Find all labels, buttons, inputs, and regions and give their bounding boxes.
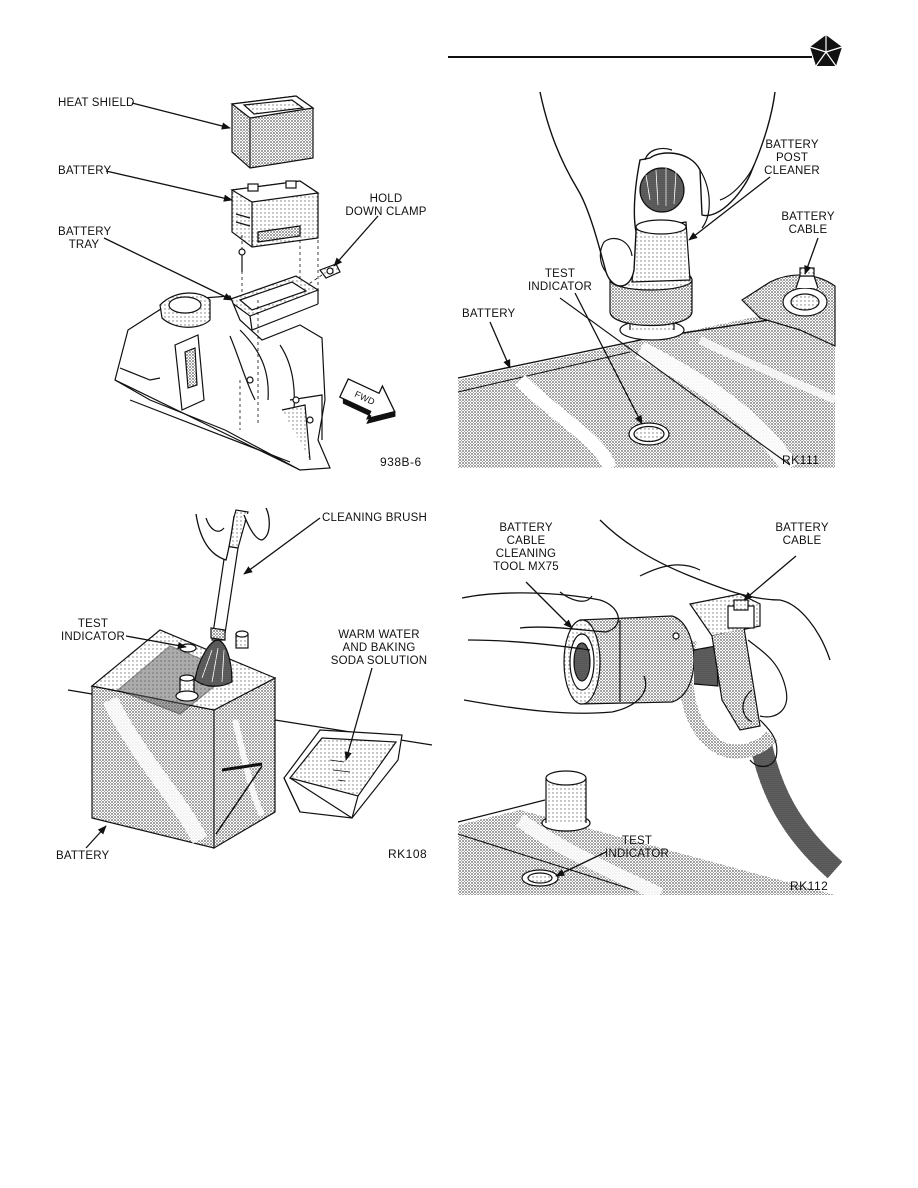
label-cable-tool-line1: BATTERY — [499, 522, 553, 534]
cable-cleaning-tool — [563, 615, 719, 705]
cable-terminal-part — [688, 593, 761, 731]
label-cleaning-brush: CLEANING BRUSH — [322, 512, 428, 524]
label-hold-down-line1: HOLD — [369, 193, 403, 205]
figure-cable-tool — [457, 519, 843, 902]
label-post-cleaner-line3: CLEANER — [764, 165, 820, 177]
figure-code-938b-6: 938B-6 — [380, 455, 422, 469]
label-post-cleaner-line1: BATTERY — [765, 139, 819, 151]
label-battery-tray-line2: TRAY — [68, 239, 100, 251]
label-test-indicator-line1: TEST — [544, 268, 576, 280]
figure-code-rk112: RK112 — [790, 879, 829, 893]
label-battery-tray-line1: BATTERY — [58, 226, 112, 238]
label-battery-cable-line1: BATTERY — [781, 211, 835, 223]
figure-post-cleaner — [457, 91, 837, 473]
label-solution-line2: AND BAKING — [342, 642, 416, 654]
label-hold-down-line2: DOWN CLAMP — [345, 206, 427, 218]
figure-heat-shield — [103, 95, 396, 471]
battery-part — [230, 180, 320, 248]
figure-code-rk111: RK111 — [782, 453, 820, 467]
label-battery: BATTERY — [462, 308, 516, 320]
label-solution-line1: WARM WATER — [338, 629, 420, 641]
figure-cleaning-brush — [67, 507, 433, 850]
label-battery: BATTERY — [56, 850, 110, 862]
label-test-indicator-line2: INDICATOR — [605, 848, 669, 860]
label-test-indicator-line1: TEST — [77, 618, 109, 630]
label-test-indicator-line2: INDICATOR — [61, 631, 125, 643]
cleaning-brush-tool — [194, 509, 249, 687]
pentastar-logo-icon — [809, 35, 843, 67]
label-solution-line3: SODA SOLUTION — [330, 655, 428, 667]
label-battery-cable-line2: CABLE — [782, 535, 822, 547]
forward-arrow-icon — [338, 378, 396, 425]
battery-cable-part — [741, 267, 836, 347]
label-cable-tool-line3: CLEANING — [495, 548, 557, 560]
label-test-indicator-line2: INDICATOR — [528, 281, 592, 293]
label-heat-shield: HEAT SHIELD — [58, 97, 135, 109]
solution-tray — [283, 729, 403, 819]
battery-tray-part — [226, 275, 320, 331]
label-cable-tool-line4: TOOL MX75 — [493, 561, 559, 573]
battery-body — [90, 629, 277, 850]
label-battery: BATTERY — [58, 165, 112, 177]
label-battery-cable-line1: BATTERY — [775, 522, 829, 534]
label-test-indicator-line1: TEST — [621, 835, 653, 847]
wire-brush-icon — [639, 167, 685, 213]
label-battery-cable-line2: CABLE — [788, 224, 828, 236]
heat-shield-part — [230, 95, 315, 169]
label-post-cleaner-line2: POST — [775, 152, 809, 164]
figure-code-rk108: RK108 — [388, 847, 428, 861]
vehicle-body-structure — [114, 292, 331, 471]
label-cable-tool-line2: CABLE — [506, 535, 546, 547]
hold-down-clamp-part — [319, 263, 341, 279]
